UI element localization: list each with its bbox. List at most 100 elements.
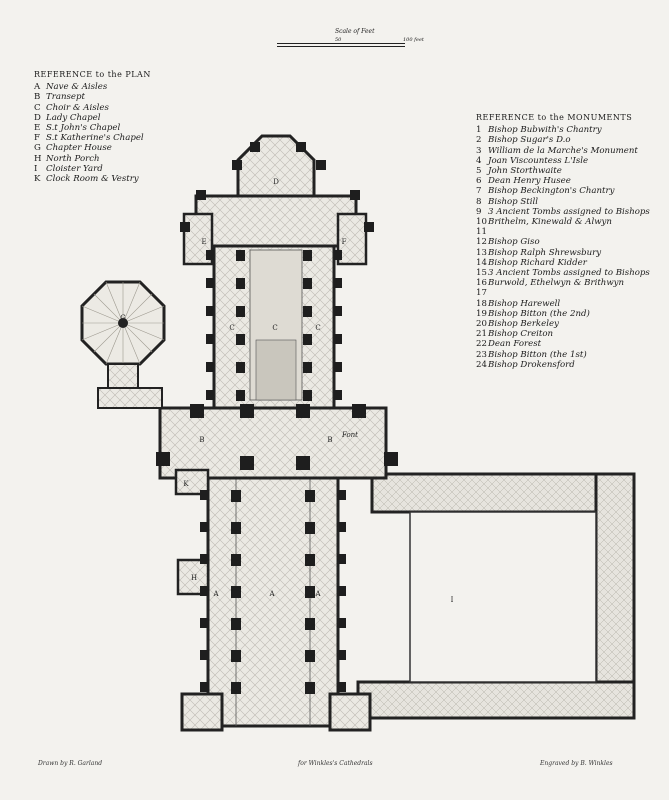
monument-legend-row: 20Bishop Berkeley	[476, 319, 650, 329]
scale-tick-50: 50	[335, 37, 342, 43]
pier	[350, 190, 360, 200]
plan-label-nave: A	[268, 590, 275, 598]
monument-legend-text: Bishop Bitton (the 2nd)	[488, 308, 590, 319]
plan-label-nave: A	[212, 590, 219, 598]
plan-legend-row: K Clock Room & Vestry	[34, 174, 151, 184]
pier	[296, 142, 306, 152]
pier	[206, 390, 214, 400]
pier	[305, 554, 315, 566]
plan-legend-text: Cloister Yard	[46, 163, 103, 174]
monument-legend-key: 16	[476, 278, 487, 289]
monument-legend-row: 16Burwold, Ethelwyn & Brithwyn	[476, 278, 650, 288]
monument-legend-key: 10	[476, 217, 487, 228]
plan-label-transept: B	[199, 436, 204, 444]
plan-label-clock-room: K	[183, 480, 189, 488]
plan-legend-key: D	[34, 112, 41, 123]
pier	[231, 650, 241, 662]
pier	[337, 618, 346, 628]
pier	[337, 682, 346, 692]
pier	[206, 250, 214, 260]
pier	[303, 362, 312, 373]
monument-legend-text: Brithelm, Kinewald & Alwyn	[488, 217, 612, 228]
plan-legend-key: B	[34, 92, 41, 103]
pier	[231, 554, 241, 566]
pier	[190, 404, 204, 418]
chapter-house	[80, 280, 166, 409]
plan-legend-key: E	[34, 123, 41, 134]
plan-legend-row: F S.t Katherine's Chapel	[34, 133, 151, 143]
plan-legend-text: Clock Room & Vestry	[46, 174, 139, 185]
monument-legend-text: Bishop Bubwith's Chantry	[488, 125, 602, 136]
monument-legend-row: 12Bishop Giso	[476, 237, 650, 247]
monument-legend-row: 22Dean Forest	[476, 339, 650, 349]
monument-legend-text: William de la Marche's Monument	[488, 145, 638, 156]
monument-legend-row: 13Bishop Ralph Shrewsbury	[476, 248, 650, 258]
monument-legend-text: Bishop Harewell	[488, 298, 561, 309]
pier	[231, 586, 241, 598]
monument-legend-text: Bishop Still	[488, 196, 539, 207]
pier	[305, 586, 315, 598]
pier	[303, 390, 312, 401]
monument-legend-key: 19	[476, 308, 487, 319]
pier	[305, 682, 315, 694]
plan-legend-key: F	[34, 133, 40, 144]
monument-legend-text: Bishop Ralph Shrewsbury	[488, 247, 602, 258]
monument-legend-row: 24Bishop Drokensford	[476, 360, 650, 370]
monument-legend-title: REFERENCE to the MONUMENTS	[476, 113, 633, 122]
monument-legend-text: Bishop Bitton (the 1st)	[488, 349, 587, 360]
pier	[200, 554, 209, 564]
monument-legend-row: 14Bishop Richard Kidder	[476, 258, 650, 268]
pier	[236, 362, 245, 373]
pier	[334, 250, 342, 260]
monument-legend-text: John Storthwaite	[488, 166, 562, 177]
plan-label-font: Font	[341, 431, 358, 439]
plan-legend-text: S.t Katherine's Chapel	[46, 133, 144, 144]
pier	[303, 250, 312, 261]
monument-legend-text: Burwold, Ethelwyn & Brithwyn	[488, 278, 625, 289]
monument-legend-row: 153 Ancient Tombs assigned to Bishops	[476, 268, 650, 278]
pier	[296, 404, 310, 418]
retrochoir	[182, 194, 368, 266]
plan-legend-key: K	[34, 174, 41, 185]
pier	[200, 650, 209, 660]
plan-legend-text: North Porch	[46, 153, 100, 164]
footer-publication: for Winkles's Cathedrals	[298, 760, 373, 767]
pier	[305, 490, 315, 502]
pier	[352, 404, 366, 418]
monument-legend-key: 4	[476, 155, 482, 166]
pier	[337, 650, 346, 660]
west-front	[180, 692, 372, 732]
pier	[200, 618, 209, 628]
plan-label-st-katherine: F	[342, 238, 347, 246]
pier	[337, 586, 346, 596]
monument-legend-key: 2	[476, 135, 482, 146]
monument-legend-row: 10Brithelm, Kinewald & Alwyn	[476, 217, 650, 227]
monument-legend-row: 23Bishop Bitton (the 1st)	[476, 350, 650, 360]
pier	[364, 222, 374, 232]
plan-legend-title: REFERENCE to the PLAN	[34, 70, 151, 79]
pier	[231, 682, 241, 694]
pier	[303, 278, 312, 289]
monument-legend-text: Dean Henry Husee	[488, 176, 571, 187]
pier	[236, 278, 245, 289]
pier	[206, 362, 214, 372]
monument-legend-key: 5	[476, 166, 482, 177]
monument-legend-text: Bishop Giso	[488, 237, 540, 248]
pier-group	[156, 142, 398, 694]
pier	[236, 250, 245, 261]
monument-legend-text: Bishop Richard Kidder	[488, 257, 587, 268]
plan-label-transept: B	[327, 436, 332, 444]
monument-legend-text: 3 Ancient Tombs assigned to Bishops	[488, 206, 650, 217]
pier	[156, 452, 170, 466]
pier	[200, 522, 209, 532]
monument-legend-row: 19Bishop Bitton (the 2nd)	[476, 309, 650, 319]
plan-label-choir: C	[229, 324, 234, 332]
monument-legend-row: 21Bishop Creiton	[476, 329, 650, 339]
